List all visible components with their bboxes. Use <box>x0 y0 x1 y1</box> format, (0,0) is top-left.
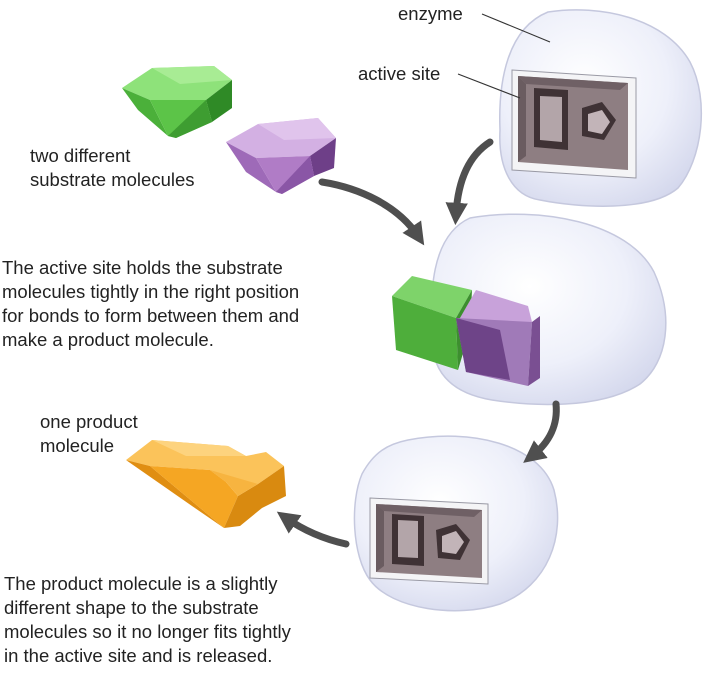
binding-caption: The active site holds the substrate mole… <box>2 256 299 352</box>
active-site-leader-line <box>457 73 521 99</box>
release-caption: The product molecule is a slightly diffe… <box>4 572 291 668</box>
release-caption-line-3: molecules so it no longer fits tightly <box>4 621 291 642</box>
active-site-3 <box>369 497 489 585</box>
substrate-green-block <box>122 66 232 138</box>
leader-lines <box>457 13 551 99</box>
active-site-1 <box>511 69 637 179</box>
arrow-substrates-to-enzyme <box>318 178 425 246</box>
product-label-line-1: one product <box>40 411 138 432</box>
bound-green-block <box>392 276 472 318</box>
substrates-label: two different substrate molecules <box>30 144 195 192</box>
binding-caption-line-4: make a product molecule. <box>2 329 214 350</box>
substrate-purple-block <box>226 118 336 194</box>
bound-substrates <box>392 276 540 386</box>
product-label: one product molecule <box>40 410 138 458</box>
release-caption-line-4: in the active site and is released. <box>4 645 273 666</box>
substrates-label-line-1: two different <box>30 145 131 166</box>
binding-caption-line-1: The active site holds the substrate <box>2 257 283 278</box>
arrow-enzyme1-to-enzyme2 <box>445 138 494 226</box>
release-caption-line-2: different shape to the substrate <box>4 597 259 618</box>
enzyme-leader-line <box>481 13 551 43</box>
enzyme-3 <box>353 435 559 612</box>
binding-caption-line-2: molecules tightly in the right position <box>2 281 300 302</box>
release-caption-line-1: The product molecule is a slightly <box>4 573 278 594</box>
flow-arrows <box>276 138 560 548</box>
product-label-line-2: molecule <box>40 435 115 456</box>
enzyme-1 <box>499 9 703 207</box>
enzyme-label: enzyme <box>398 3 463 24</box>
active-site-label: active site <box>358 63 441 84</box>
arrow-enzyme2-to-enzyme3 <box>523 400 560 463</box>
binding-caption-line-3: for bonds to form between them and <box>2 305 300 326</box>
product-orange-block <box>126 440 286 528</box>
arrow-enzyme3-to-product <box>276 511 350 548</box>
substrates-label-line-2: substrate molecules <box>30 169 195 190</box>
